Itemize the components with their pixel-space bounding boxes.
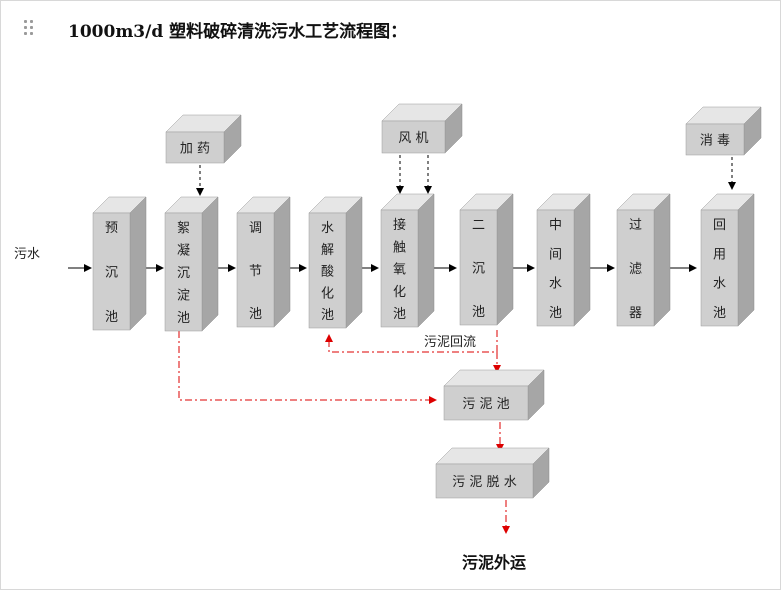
pre-settling-tank-side-face <box>129 196 147 331</box>
equalization-tank-label-char: 调 <box>249 221 262 236</box>
pre-settling-tank-label-char: 池 <box>105 310 118 325</box>
sludge-tank-box-front-face <box>443 385 529 421</box>
hydrolysis-acidification-tank-label-char: 池 <box>321 308 334 323</box>
equalization-tank-side-face <box>273 196 291 328</box>
equalization-tank-label-char: 节 <box>249 264 262 279</box>
hydrolysis-acidification-tank-label-char: 化 <box>321 286 334 301</box>
disinfection-box-front-face <box>685 123 745 156</box>
sludge-tank-box-label: 污 泥 池 <box>462 397 509 412</box>
sludge-tank-box: 污 泥 池 <box>443 369 545 421</box>
filter-front-face <box>616 209 655 327</box>
secondary-settling-tank-label-char: 二 <box>472 218 485 233</box>
intermediate-water-tank-label-char: 中 <box>549 218 562 233</box>
auxiliary-feed-arrows <box>196 155 736 196</box>
equalization-tank-label-char: 池 <box>249 307 262 322</box>
hydrolysis-acidification-tank-front-face <box>308 212 347 329</box>
pre-settling-tank: 预沉池 <box>92 196 147 331</box>
pre-settling-tank-label-char: 沉 <box>105 266 118 281</box>
drag-handle-icon[interactable] <box>24 20 38 36</box>
sludge-lines <box>178 330 510 534</box>
pre-settling-tank-front-face <box>92 212 131 331</box>
flocculation-settling-tank-label-char: 池 <box>177 311 190 326</box>
intermediate-water-tank-label-char: 水 <box>549 277 562 292</box>
input-label-wastewater: 污水 <box>14 247 40 262</box>
sludge-tank-box-top-face <box>443 369 545 387</box>
flocculation-settling-tank-front-face <box>164 212 203 332</box>
flocculation-settling-tank-side-face <box>201 196 219 332</box>
reuse-water-tank-label-char: 水 <box>713 277 726 292</box>
secondary-settling-tank-label-char: 池 <box>472 305 485 320</box>
flocculation-settling-tank-label-char: 凝 <box>177 243 190 259</box>
blower-box: 风 机 <box>381 103 463 154</box>
flocculation-to-sludge-tank-line <box>178 331 437 404</box>
hydrolysis-acidification-tank-label-char: 解 <box>321 243 334 258</box>
filter-label-char: 过 <box>629 218 642 233</box>
dewatering-box: 污 泥 脱 水 <box>435 447 550 499</box>
secondary-settling-tank-label-char: 沉 <box>472 262 485 277</box>
filter: 过滤器 <box>616 193 671 327</box>
hydrolysis-acidification-tank-side-face <box>345 196 363 329</box>
contact-oxidation-tank-side-face <box>417 193 435 328</box>
contact-oxidation-tank-label-char: 氧 <box>393 263 406 278</box>
secondary-settling-tank-side-face <box>496 193 514 326</box>
intermediate-water-tank-label-char: 池 <box>549 306 562 321</box>
reuse-water-tank-side-face <box>737 193 755 327</box>
dosing-box: 加 药 <box>165 114 242 164</box>
blower-box-label: 风 机 <box>398 131 428 146</box>
sludge-disposal-label: 污泥外运 <box>462 553 526 572</box>
hydrolysis-acidification-tank-label-char: 水 <box>321 221 334 236</box>
dosing-box-label: 加 药 <box>180 142 210 157</box>
filter-side-face <box>653 193 671 327</box>
pre-settling-tank-label-char: 预 <box>105 221 118 236</box>
contact-oxidation-tank-label-char: 接 <box>393 217 406 233</box>
sludge-return-label: 污泥回流 <box>424 335 476 350</box>
horizontal-boxes: 加 药 风 机 消 毒污 泥 池污 泥 脱 水 <box>165 103 762 499</box>
intermediate-water-tank-label-char: 间 <box>549 247 562 262</box>
disinfection-box-label: 消 毒 <box>700 134 730 149</box>
dewatering-box-top-face <box>435 447 550 465</box>
reuse-water-tank-label-char: 用 <box>713 247 726 262</box>
page-title: 1000m3/d 塑料破碎清洗污水工艺流程图： <box>68 22 408 42</box>
filter-label-char: 器 <box>629 306 642 321</box>
intermediate-water-tank-side-face <box>573 193 591 327</box>
reuse-water-tank-label-char: 池 <box>713 306 726 321</box>
sludge-return-line <box>325 330 498 353</box>
reuse-water-tank-label-char: 回 <box>713 218 726 233</box>
secondary-settling-tank: 二沉池 <box>459 193 514 326</box>
reuse-water-tank-front-face <box>700 209 739 327</box>
contact-oxidation-tank-front-face <box>380 209 419 328</box>
contact-oxidation-tank-label-char: 池 <box>393 307 406 322</box>
filter-label-char: 滤 <box>629 262 642 277</box>
dosing-box-front-face <box>165 131 225 164</box>
contact-oxidation-tank-label-char: 化 <box>393 285 406 300</box>
secondary-settling-tank-front-face <box>459 209 498 326</box>
hydrolysis-acidification-tank-label-char: 酸 <box>321 265 334 280</box>
intermediate-water-tank-front-face <box>536 209 575 327</box>
flocculation-settling-tank-label-char: 絮 <box>177 220 190 236</box>
flocculation-settling-tank-label-char: 淀 <box>177 289 190 304</box>
equalization-tank-front-face <box>236 212 275 328</box>
blower-box-front-face <box>381 120 446 154</box>
contact-oxidation-tank-label-char: 触 <box>393 240 406 255</box>
disinfection-box: 消 毒 <box>685 106 762 156</box>
equalization-tank: 调节池 <box>236 196 291 328</box>
flocculation-settling-tank-label-char: 沉 <box>177 266 190 281</box>
dewatering-box-label: 污 泥 脱 水 <box>452 475 516 490</box>
dewatering-box-front-face <box>435 463 534 499</box>
